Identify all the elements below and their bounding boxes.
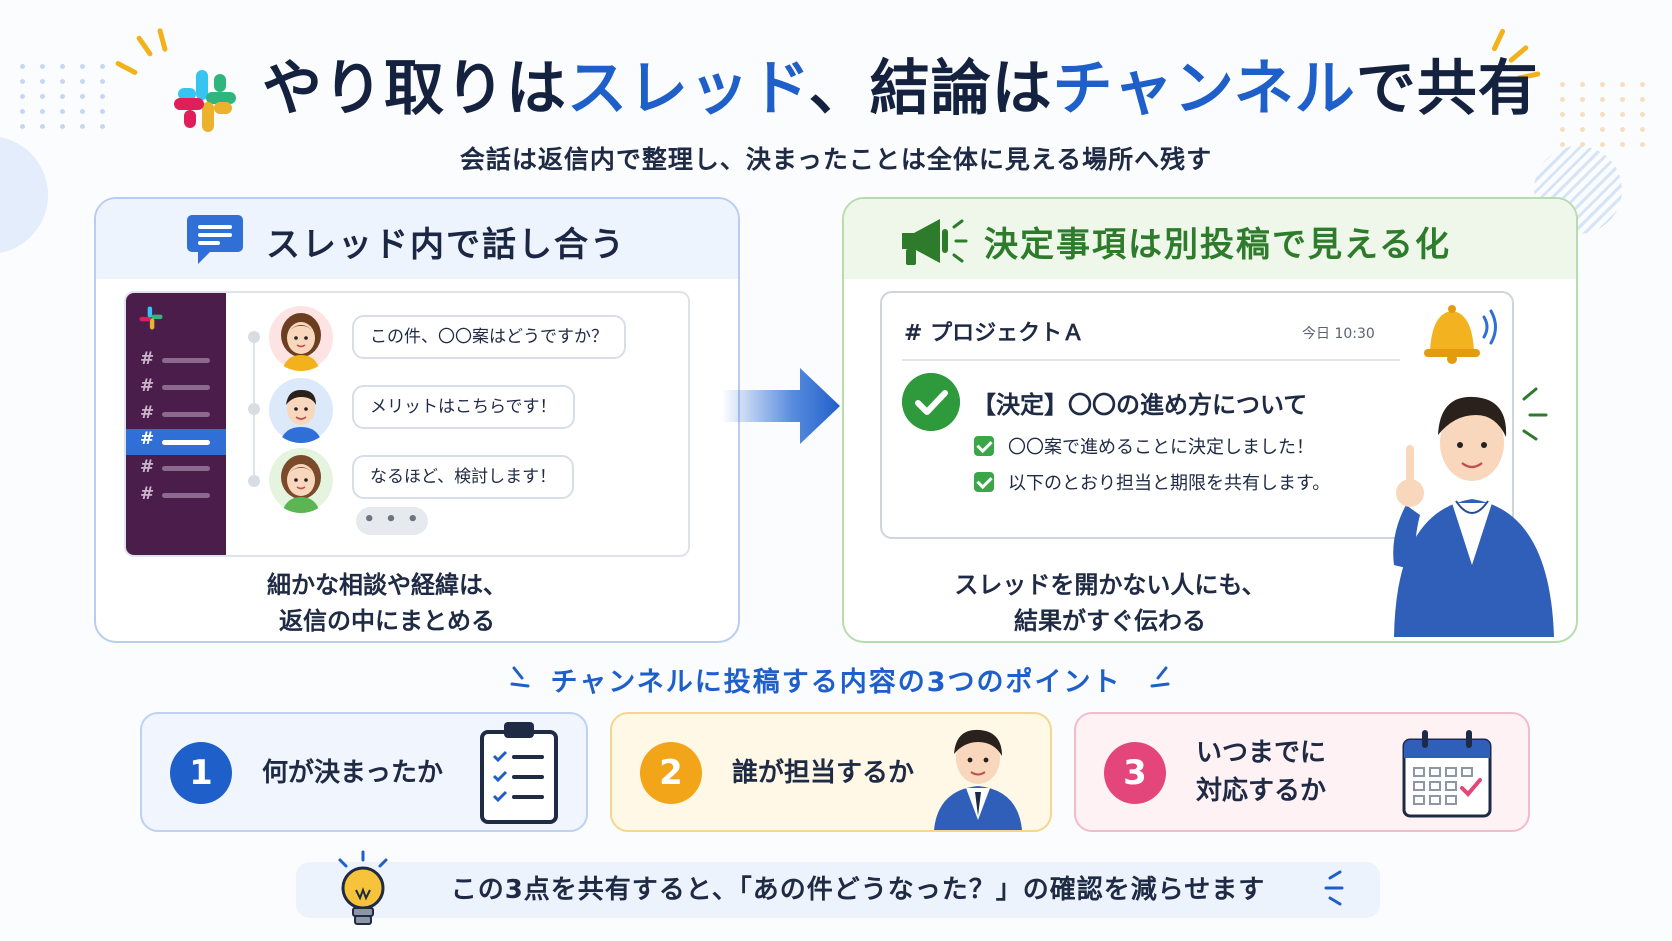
clipboard-checklist-icon [480, 722, 558, 824]
right-arrow-icon [722, 368, 840, 444]
checkbox-checked-icon [974, 472, 994, 492]
decor-ray [1491, 28, 1506, 52]
decor-dots-right [1560, 82, 1650, 147]
channel-panel-caption: スレッドを開かない人にも、 結果がすぐ伝わる [954, 571, 1266, 635]
sidebar-channel[interactable]: # [140, 376, 220, 398]
notification-bell-icon [1424, 305, 1497, 364]
channel-panel-header [844, 199, 1576, 279]
thread-dot [248, 403, 260, 415]
calendar-icon [1402, 730, 1492, 818]
page-title: やり取りはスレッド、結論はチャンネルで共有 [262, 54, 1539, 124]
decor-ray [156, 27, 169, 53]
post-divider [902, 359, 1400, 361]
sidebar-channel[interactable]: # [140, 349, 220, 371]
slack-sidebar: # # # # # # [126, 293, 226, 555]
decor-spark-right-icon [1150, 666, 1170, 688]
point-card-3: 3 いつまでに 対応するか [1074, 712, 1530, 832]
points-heading: チャンネルに投稿する内容の3つのポイント [550, 667, 1122, 698]
thread-dot [248, 475, 260, 487]
post-line: 以下のとおり担当と期限を共有します。 [974, 469, 1330, 495]
page-subtitle: 会話は返信内で整理し、決まったことは全体に見える場所へ残す [459, 145, 1213, 174]
post-line: 〇〇案で進めることに決定しました！ [974, 433, 1314, 459]
thread-dot [248, 331, 260, 343]
thread-message: メリットはこちらです！ [352, 385, 575, 429]
channel-panel-title: 決定事項は別投稿で見える化 [984, 225, 1451, 265]
footer-text: この3点を共有すると、「あの件どうなった？」の確認を減らせます [450, 875, 1266, 905]
checkbox-checked-icon [974, 436, 994, 456]
person-icon [934, 729, 1022, 830]
point-card-1: 1 何が決まったか [140, 712, 588, 832]
point-number: 3 [1104, 742, 1166, 804]
avatar-man-icon [269, 378, 333, 443]
thread-panel: スレッド内で話し合う # # # # # # [94, 197, 740, 643]
sidebar-channel-active[interactable]: # [126, 429, 226, 455]
point-card-2: 2 誰が担当するか [610, 712, 1052, 832]
megaphone-icon [902, 219, 968, 265]
sidebar-channel[interactable]: # [140, 484, 220, 506]
point-number: 2 [640, 742, 702, 804]
decor-dots-left [20, 64, 110, 129]
post-heading: 【決定】〇〇の進め方について [972, 391, 1308, 419]
avatar-woman-icon [269, 448, 333, 513]
post-timestamp: 今日 10:30 [1302, 326, 1375, 342]
footer-bar: この3点を共有すると、「あの件どうなった？」の確認を減らせます [296, 862, 1380, 918]
slack-thread-mock: # # # # # # この件、〇〇案はどうですか？ [124, 291, 690, 557]
thread-panel-title: スレッド内で話し合う [266, 225, 626, 265]
slack-mini-logo-icon [139, 306, 163, 330]
point-number: 1 [170, 742, 232, 804]
presenter-man-icon [1393, 387, 1554, 637]
decision-check-icon [902, 373, 960, 431]
sidebar-channel[interactable]: # [140, 403, 220, 425]
sidebar-channel[interactable]: # [140, 457, 220, 479]
thread-message: なるほど、検討します！ [352, 455, 575, 499]
point-label: いつまでに 対応するか [1196, 738, 1327, 806]
avatar-woman-icon [269, 306, 333, 371]
point-label: 何が決まったか [262, 758, 443, 788]
lightbulb-icon [338, 850, 388, 925]
decor-ray [114, 60, 139, 76]
point-label: 誰が担当するか [732, 758, 915, 788]
decor-spark-left-icon [510, 666, 530, 688]
more-replies-button[interactable]: • • • [356, 507, 428, 535]
decor-ray [135, 34, 154, 58]
thread-message: この件、〇〇案はどうですか？ [352, 315, 626, 359]
decor-spark-footer-icon [1324, 870, 1344, 906]
channel-name: # プロジェクトＡ [904, 321, 1085, 346]
channel-panel: 決定事項は別投稿で見える化 # プロジェクトＡ 今日 10:30 【決定】〇〇の… [842, 197, 1578, 643]
chat-bubble-icon [187, 215, 243, 264]
slack-logo-icon [174, 70, 236, 132]
thread-panel-caption: 細かな相談や経緯は、 返信の中にまとめる [267, 571, 507, 635]
